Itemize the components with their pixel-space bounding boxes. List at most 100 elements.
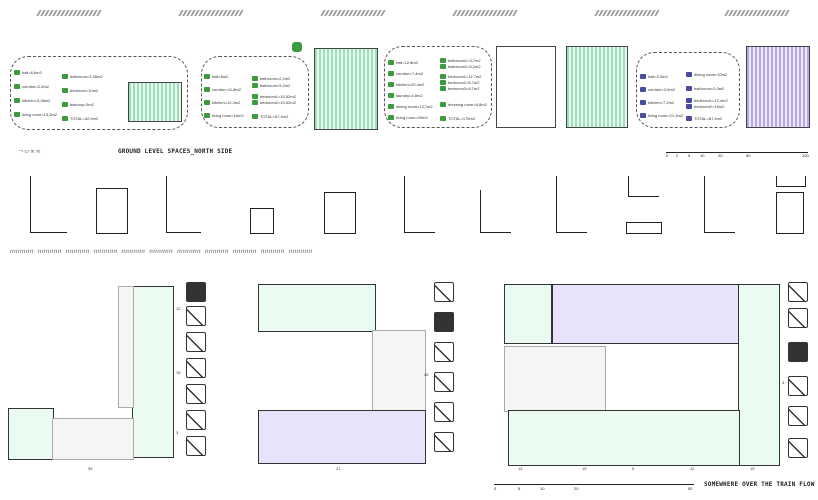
iso-strip bbox=[594, 10, 660, 16]
apartment-plan-3a bbox=[496, 46, 556, 128]
iso-strip bbox=[452, 10, 518, 16]
legend-item: bathroom1=3,7m2 bbox=[440, 58, 481, 64]
apartment-plan-3b bbox=[566, 46, 628, 128]
section-drawing bbox=[556, 176, 587, 233]
legend-item: living room=20m2 bbox=[388, 115, 428, 121]
section-drawing bbox=[250, 208, 274, 234]
bed-icon bbox=[440, 86, 446, 92]
legend-item: hall=12,8m2 bbox=[388, 60, 418, 66]
legend-item: bedroom1=11,7m2 bbox=[440, 74, 481, 80]
dimension: 21 bbox=[336, 466, 341, 471]
volume-diagram bbox=[788, 406, 808, 426]
plan-2-wing-bottom bbox=[258, 410, 426, 464]
apartment-plan-2 bbox=[314, 48, 378, 130]
sofa-icon bbox=[14, 112, 20, 118]
legend-item: kitchen=20,4m2 bbox=[388, 82, 424, 88]
legend-item: TOTAL=87,4m2 bbox=[252, 114, 288, 120]
section-title: GROUND LEVEL SPACES_NORTH SIDE bbox=[118, 148, 233, 155]
dimension: 3 bbox=[782, 380, 785, 385]
person-icon bbox=[204, 87, 210, 93]
plan-3-wing-top bbox=[552, 284, 744, 344]
apartment-plan-1 bbox=[128, 82, 182, 122]
scale-tick: 20 bbox=[574, 486, 579, 491]
legend-item: corridor=7,4m2 bbox=[388, 71, 423, 77]
person-icon bbox=[14, 84, 20, 90]
plan-1-corridor bbox=[118, 286, 134, 408]
section-drawing bbox=[404, 176, 435, 233]
plan-3-wing-right bbox=[738, 284, 780, 466]
bed-icon bbox=[686, 98, 692, 104]
dimension: 15 bbox=[750, 466, 755, 471]
iso-strip bbox=[320, 10, 386, 16]
dimension: 45 bbox=[424, 372, 429, 377]
legend-item: balcony=3m2 bbox=[62, 102, 94, 108]
volume-diagram bbox=[788, 376, 808, 396]
legend-item: bedroom2=10m2 bbox=[686, 104, 724, 110]
plan-2-courtyard bbox=[372, 330, 426, 412]
dimension: 5 bbox=[632, 466, 635, 471]
section-drawing bbox=[30, 176, 67, 233]
volume-diagram bbox=[434, 402, 454, 422]
plan-1-wing-vertical bbox=[132, 286, 174, 458]
section-drawing bbox=[166, 176, 201, 233]
bed-icon bbox=[440, 74, 446, 80]
volume-diagram bbox=[788, 282, 808, 302]
dimension: 15 bbox=[176, 370, 181, 375]
dimension: 3 bbox=[176, 430, 179, 435]
person-icon bbox=[14, 70, 20, 76]
volume-diagram bbox=[186, 436, 206, 456]
legend-card-3 bbox=[384, 46, 492, 128]
volume-diagram bbox=[434, 282, 454, 302]
volume-diagram bbox=[186, 332, 206, 352]
dimension: 12 bbox=[176, 306, 181, 311]
sofa-icon bbox=[204, 113, 210, 119]
volume-diagram bbox=[186, 306, 206, 326]
section-keyplan: ᄀᄆᄆᄃᄆᄃ bbox=[18, 150, 42, 157]
dimension: 12 bbox=[690, 466, 695, 471]
legend-item: bathroom2=5,2m2 bbox=[440, 64, 481, 70]
volume-diagram bbox=[434, 432, 454, 452]
total-icon bbox=[686, 116, 692, 122]
volume-diagram bbox=[788, 342, 808, 362]
volume-diagram bbox=[186, 358, 206, 378]
scale-tick: 20 bbox=[718, 153, 723, 158]
dimension: 15 bbox=[582, 466, 587, 471]
legend-item: kitchen=3,36m2 bbox=[14, 98, 50, 104]
bed-icon bbox=[686, 104, 692, 110]
plan-1-wing-horizontal bbox=[8, 408, 54, 460]
section-drawing bbox=[96, 188, 128, 234]
scale-tick: 100 bbox=[802, 153, 809, 158]
scale-tick: 2 bbox=[676, 153, 679, 158]
person-icon bbox=[640, 74, 646, 80]
bath-icon bbox=[252, 76, 258, 82]
person-icon bbox=[204, 74, 210, 80]
legend-item: dining room=13,7m2 bbox=[388, 104, 433, 110]
legend-item: bathroom=2,2m2 bbox=[252, 76, 290, 82]
volume-diagram bbox=[186, 410, 206, 430]
total-icon bbox=[440, 116, 446, 122]
section-drawing bbox=[776, 192, 804, 234]
legend-item: TOTAL=175m2 bbox=[440, 116, 475, 122]
sofa-icon bbox=[640, 113, 646, 119]
bath-icon bbox=[252, 83, 258, 89]
total-icon bbox=[62, 116, 68, 122]
dimension: 39 bbox=[88, 466, 93, 471]
person-icon bbox=[388, 71, 394, 77]
iso-strip bbox=[36, 10, 102, 16]
section-drawing bbox=[628, 176, 659, 197]
scale-tick: 50 bbox=[688, 486, 693, 491]
kitchen-icon bbox=[14, 98, 20, 104]
legend-item: corridor=2,6m2 bbox=[640, 87, 675, 93]
legend-item: corridor=11,8m2 bbox=[204, 87, 241, 93]
legend-item: corridor=2,6m2 bbox=[14, 84, 49, 90]
volume-diagram bbox=[788, 308, 808, 328]
legend-item: bathroom=3,35m2 bbox=[62, 74, 103, 80]
volume-diagram bbox=[186, 384, 206, 404]
section-drawing bbox=[480, 190, 511, 233]
scale-tick: 0 bbox=[666, 153, 669, 158]
plan-3-wing-left bbox=[504, 284, 552, 344]
scale-bar-top bbox=[666, 146, 808, 153]
legend-item: living room=21,3m2 bbox=[640, 113, 683, 119]
scale-tick: 5 bbox=[518, 486, 521, 491]
volume-diagram bbox=[434, 342, 454, 362]
